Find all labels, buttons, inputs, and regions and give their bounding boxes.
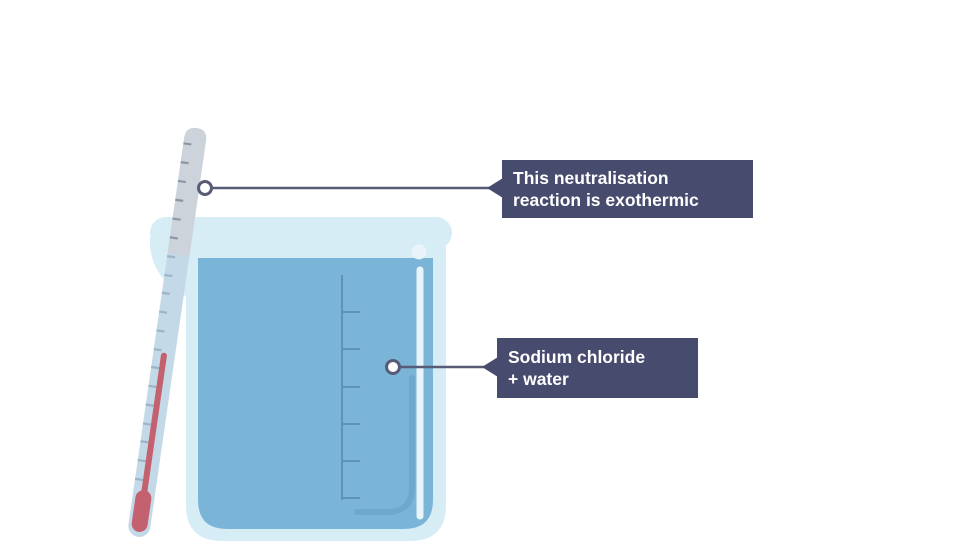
callout-text-line: Sodium chloride (508, 347, 646, 367)
callout-text-line: reaction is exothermic (513, 190, 699, 210)
beaker-graphic (150, 217, 452, 541)
thermometer-scale-ticks-submerged (134, 255, 176, 482)
thermometer-fluid-column (140, 352, 167, 500)
callout-pointer-left-icon (487, 178, 503, 198)
thermometer-graphic (128, 127, 207, 537)
callout-text-line: + water (508, 369, 569, 389)
callout-text-line: This neutralisation (513, 168, 669, 188)
liquid (198, 258, 433, 529)
callout-pointer-left-icon (482, 357, 498, 377)
callout-dot-exothermic (197, 180, 213, 196)
thermometer-bulb (131, 490, 152, 532)
glass-highlight-dot (411, 244, 427, 260)
callout-label-exothermic: This neutralisation reaction is exotherm… (487, 160, 753, 218)
callout-dot-product (385, 359, 401, 375)
thermometer-glass-upper (167, 127, 207, 257)
callout-label-product: Sodium chloride + water (482, 338, 698, 398)
liquid-inner-shadow (354, 375, 415, 515)
callout-connectors (197, 180, 500, 375)
beaker-graduation-marks (341, 275, 360, 500)
thermometer-scale-ticks-upper (169, 142, 192, 240)
